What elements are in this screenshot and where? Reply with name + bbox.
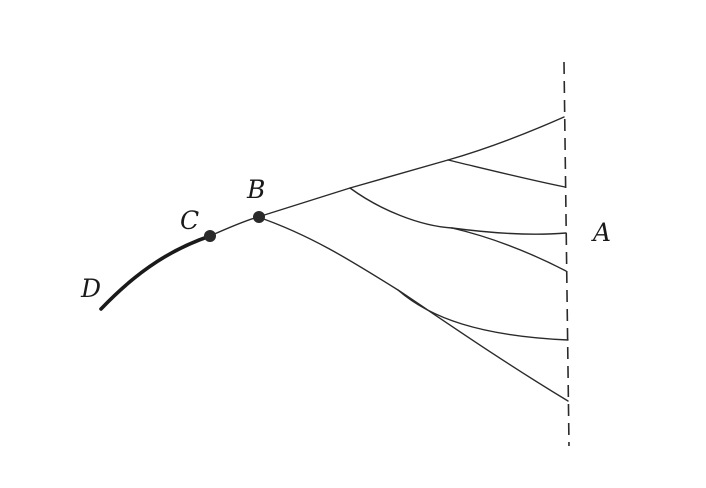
label-a: A (591, 218, 611, 247)
lower-sub-branch (397, 289, 569, 341)
label-b: B (246, 175, 265, 204)
node-c (204, 230, 216, 242)
node-b (253, 211, 265, 223)
upper-sub-branch (447, 159, 566, 188)
lower-clade-branch (257, 216, 569, 402)
middle-tip-upper (451, 227, 567, 235)
lineage-c-to-b (209, 216, 259, 237)
middle-clade-branch (349, 187, 453, 229)
label-d: D (80, 274, 101, 303)
label-c: C (180, 206, 199, 235)
middle-tip-lower (451, 227, 567, 272)
upper-clade-branch (257, 116, 565, 218)
present-time-dashed-line (563, 61, 570, 447)
ancestral-lineage-thick (99, 234, 212, 311)
